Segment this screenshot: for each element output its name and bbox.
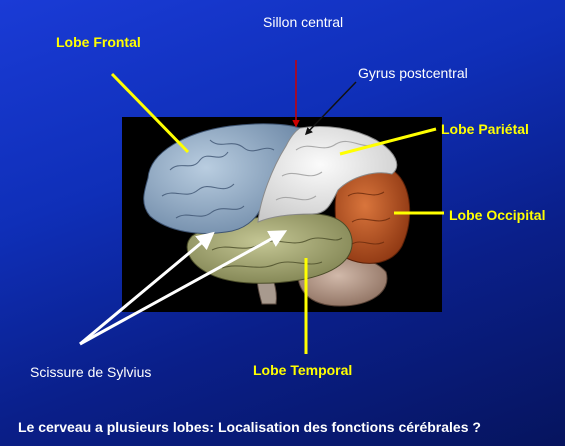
lobe-parietal-label: Lobe Pariétal bbox=[441, 122, 529, 136]
gyrus-postcentral-label: Gyrus postcentral bbox=[358, 66, 468, 80]
sillon-central-label: Sillon central bbox=[263, 15, 343, 29]
lobe-frontal-label: Lobe Frontal bbox=[56, 35, 141, 49]
lobe-occipital-label: Lobe Occipital bbox=[449, 208, 545, 222]
lobe-temporal-label: Lobe Temporal bbox=[253, 363, 352, 377]
scissure-sylvius-label: Scissure de Sylvius bbox=[30, 365, 151, 379]
slide-caption: Le cerveau a plusieurs lobes: Localisati… bbox=[18, 420, 481, 434]
